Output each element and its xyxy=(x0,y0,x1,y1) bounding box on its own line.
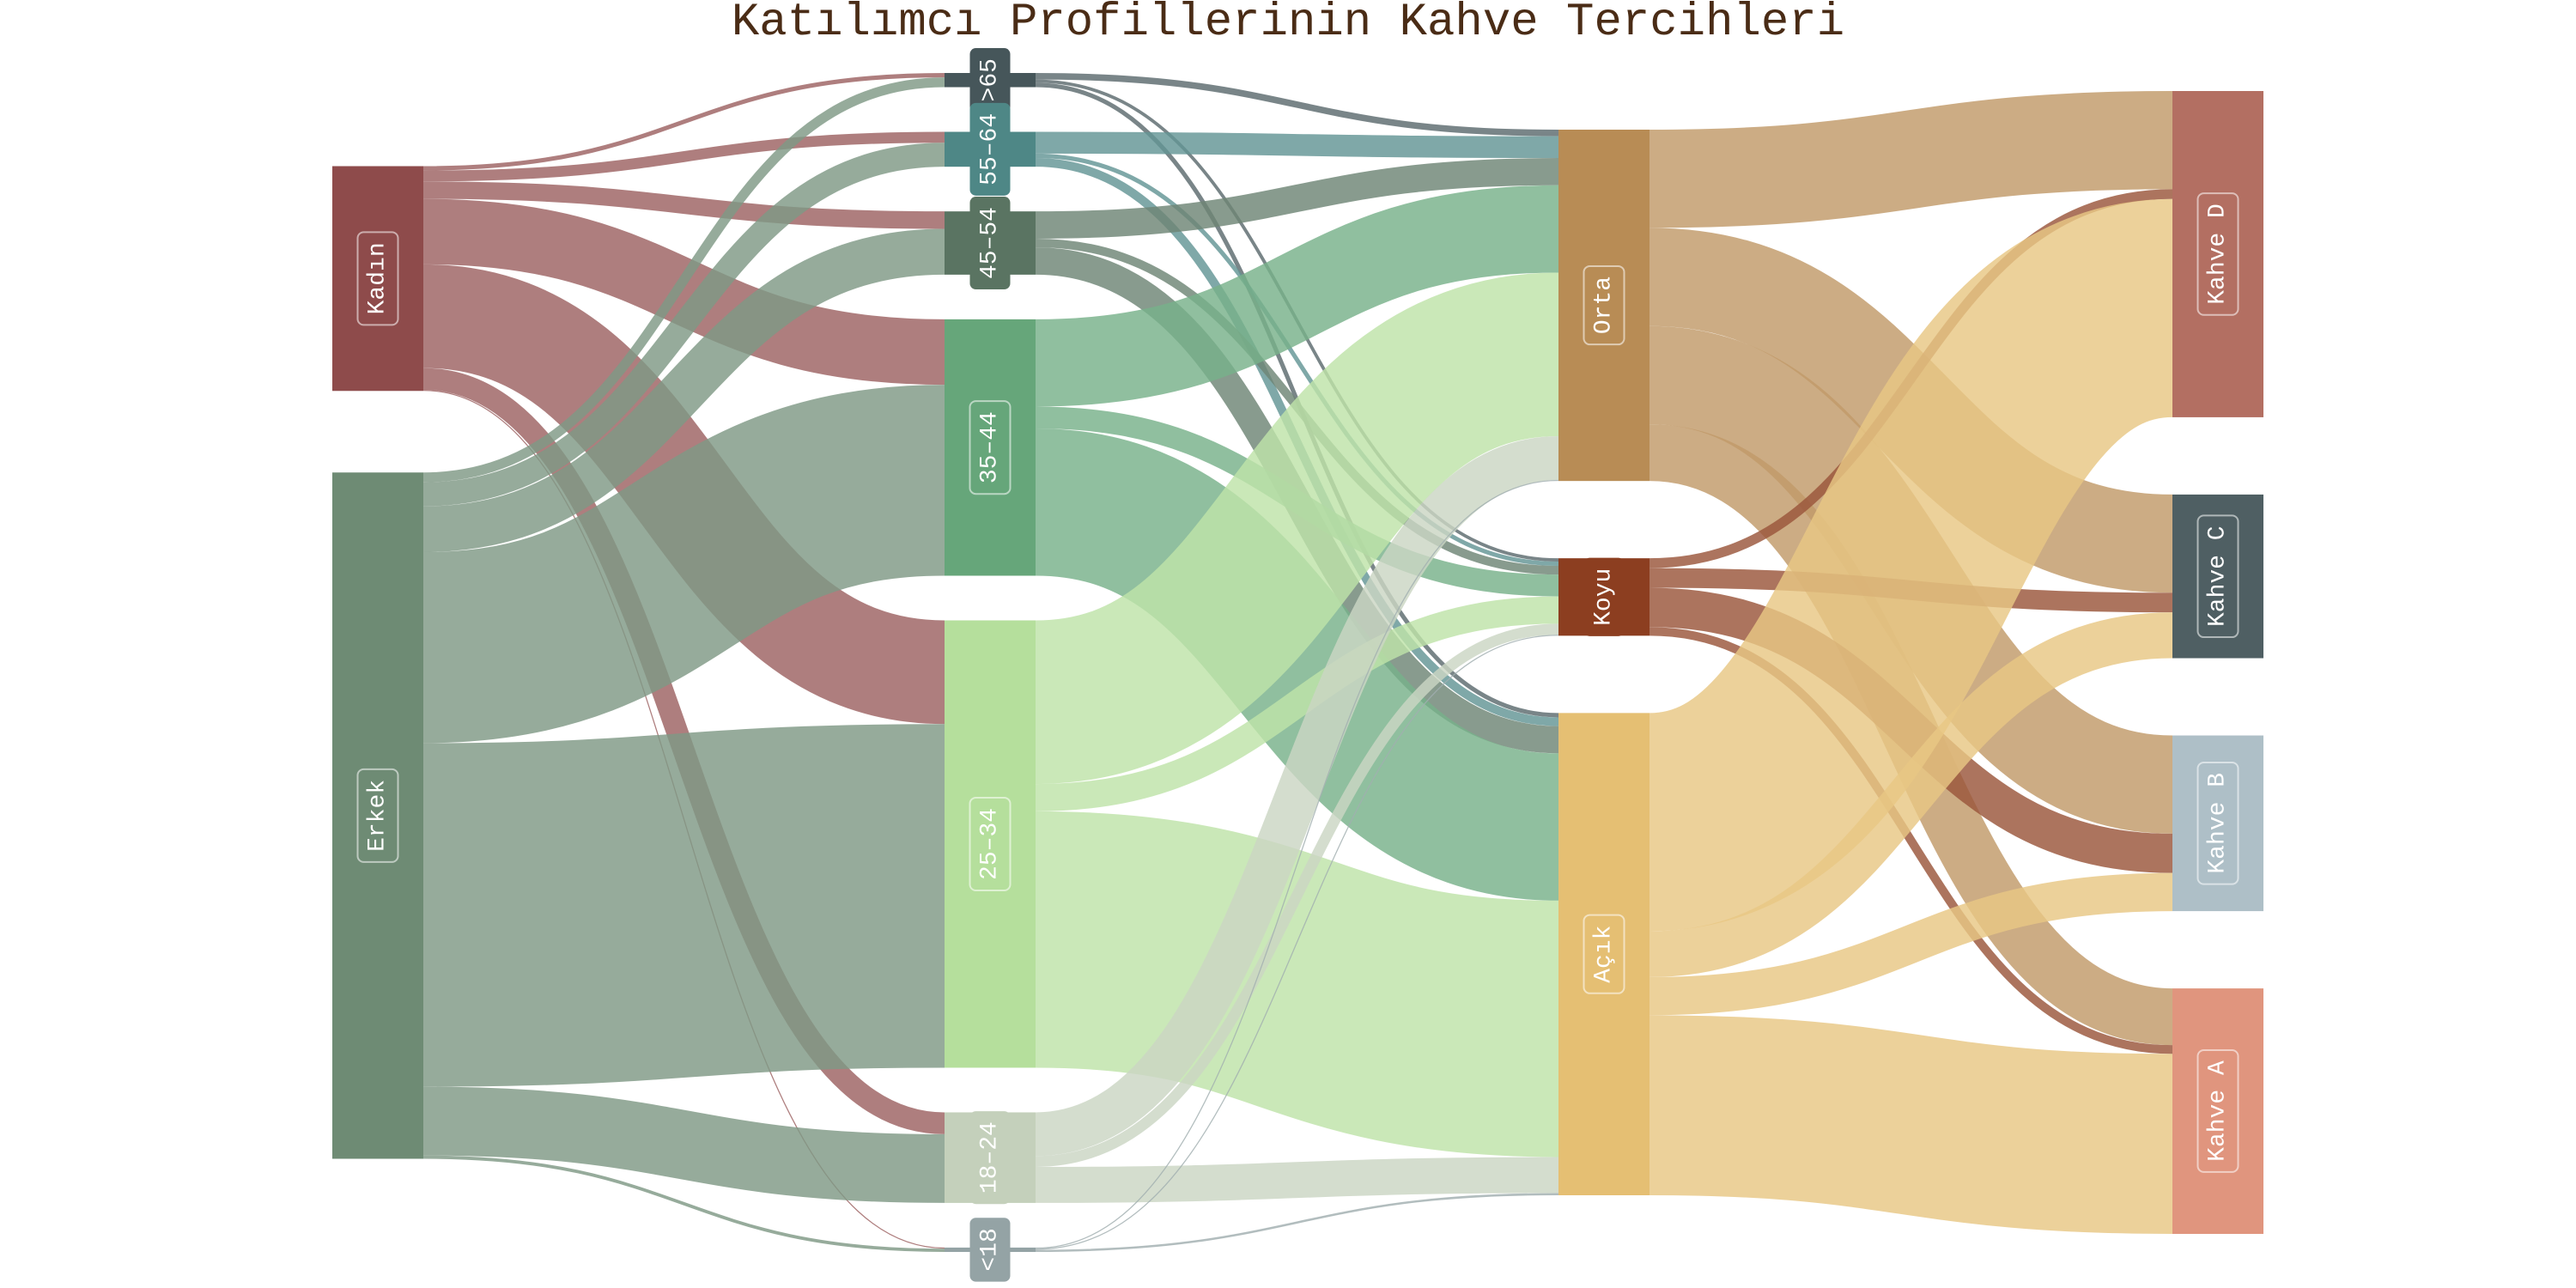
node-a65: >65 xyxy=(945,48,1036,112)
link-erkek-a65 xyxy=(422,77,945,483)
link-a4554-orta xyxy=(1035,158,1559,239)
node-bar-orta xyxy=(1558,130,1649,482)
node-label-box-kadin xyxy=(356,231,399,326)
node-label-box-kahveC xyxy=(2196,514,2239,639)
link-erkek-a1824 xyxy=(422,1086,945,1203)
link-acik-kahveB xyxy=(1649,872,2173,1016)
link-a2534-orta xyxy=(1032,272,1562,785)
node-label-box-orta xyxy=(1583,264,1625,346)
node-kahveD: Kahve D xyxy=(2172,91,2263,417)
node-label-box-koyu xyxy=(1583,557,1625,636)
link-erkek-a5564 xyxy=(422,143,945,507)
node-label-box-acik xyxy=(1583,914,1625,994)
node-a2534: 25–34 xyxy=(945,620,1036,1068)
node-label-box-kahveD xyxy=(2196,192,2239,316)
node-label-box-a2534 xyxy=(969,796,1012,891)
link-a18-orta xyxy=(1035,479,1559,1249)
node-bar-a3544 xyxy=(945,319,1036,576)
link-acik-kahveD xyxy=(1643,198,2178,932)
node-label-box-a18 xyxy=(969,1218,1011,1282)
diagram-title: Katılımcı Profillerinin Kahve Tercihleri xyxy=(732,0,1844,49)
links xyxy=(422,72,2178,1253)
link-kadin-a5564 xyxy=(422,131,945,182)
node-label-a65: >65 xyxy=(977,58,1004,101)
node-label-a2534: 25–34 xyxy=(977,808,1004,880)
node-label-erkek: Erkek xyxy=(365,780,392,852)
link-a65-orta xyxy=(1035,73,1559,137)
node-a4554: 45–54 xyxy=(945,197,1036,290)
link-acik-kahveA xyxy=(1649,1015,2173,1234)
link-kadin-a65 xyxy=(422,72,945,171)
link-a2534-koyu xyxy=(1035,596,1559,811)
link-orta-kahveD xyxy=(1649,91,2173,228)
node-a5564: 55–64 xyxy=(945,102,1036,196)
link-a3544-acik xyxy=(1033,428,1561,901)
node-label-box-kahveB xyxy=(2196,762,2239,885)
node-label-kahveB: Kahve B xyxy=(2205,773,2232,874)
node-a18: <18 xyxy=(945,1218,1036,1282)
link-erkek-a18 xyxy=(422,1155,945,1252)
node-orta: Orta xyxy=(1558,130,1649,482)
link-a1824-acik xyxy=(1035,1157,1559,1203)
link-a3544-orta xyxy=(1035,185,1559,407)
node-label-a5564: 55–64 xyxy=(977,113,1004,185)
node-label-box-a1824 xyxy=(969,1111,1011,1205)
node-kahveA: Kahve A xyxy=(2172,988,2263,1234)
node-bar-kadin xyxy=(332,166,423,392)
node-label-kahveA: Kahve A xyxy=(2205,1060,2232,1162)
node-label-box-erkek xyxy=(356,768,399,863)
node-label-a18: <18 xyxy=(977,1228,1004,1271)
link-kadin-a4554 xyxy=(422,181,945,229)
link-kadin-a3544 xyxy=(422,198,945,386)
link-acik-kahveC xyxy=(1649,612,2173,977)
link-a18-koyu xyxy=(1035,635,1559,1250)
node-label-acik: Açık xyxy=(1591,926,1618,983)
node-label-kadin: Kadın xyxy=(365,242,392,314)
node-bar-kahveD xyxy=(2172,91,2263,417)
node-label-a1824: 18–24 xyxy=(977,1121,1004,1194)
node-kadin: Kadın xyxy=(332,166,423,392)
node-label-box-a5564 xyxy=(969,102,1011,196)
node-bar-kahveC xyxy=(2172,494,2263,659)
node-bar-kahveB xyxy=(2172,735,2263,912)
node-bar-kahveA xyxy=(2172,988,2263,1234)
link-erkek-a4554 xyxy=(422,228,945,553)
link-erkek-a2534 xyxy=(422,724,945,1087)
node-label-kahveD: Kahve D xyxy=(2205,204,2232,305)
link-a5564-koyu xyxy=(1035,153,1559,567)
node-a3544: 35–44 xyxy=(945,319,1036,576)
node-label-orta: Orta xyxy=(1591,276,1618,334)
link-a5564-orta xyxy=(1035,131,1559,159)
link-a2534-acik xyxy=(1034,811,1560,1157)
node-kahveC: Kahve C xyxy=(2172,494,2263,659)
node-label-a4554: 45–54 xyxy=(977,207,1004,279)
node-label-box-kahveA xyxy=(2196,1049,2239,1173)
link-erkek-a3544 xyxy=(422,385,946,744)
node-label-koyu: Koyu xyxy=(1591,568,1618,626)
node-bar-erkek xyxy=(332,472,423,1159)
node-kahveB: Kahve B xyxy=(2172,735,2263,912)
node-label-box-a65 xyxy=(969,48,1011,112)
link-a1824-koyu xyxy=(1035,623,1559,1167)
link-a18-acik xyxy=(1035,1193,1559,1253)
node-a1824: 18–24 xyxy=(945,1111,1036,1205)
node-acik: Açık xyxy=(1558,713,1649,1195)
link-a1824-orta xyxy=(1035,436,1559,1157)
node-label-a3544: 35–44 xyxy=(977,411,1004,483)
node-label-box-a4554 xyxy=(969,197,1011,290)
node-label-box-a3544 xyxy=(969,400,1012,495)
node-koyu: Koyu xyxy=(1558,557,1649,636)
node-label-kahveC: Kahve C xyxy=(2205,526,2232,627)
node-bar-a2534 xyxy=(945,620,1036,1068)
node-bar-acik xyxy=(1558,713,1649,1195)
node-erkek: Erkek xyxy=(332,472,423,1159)
